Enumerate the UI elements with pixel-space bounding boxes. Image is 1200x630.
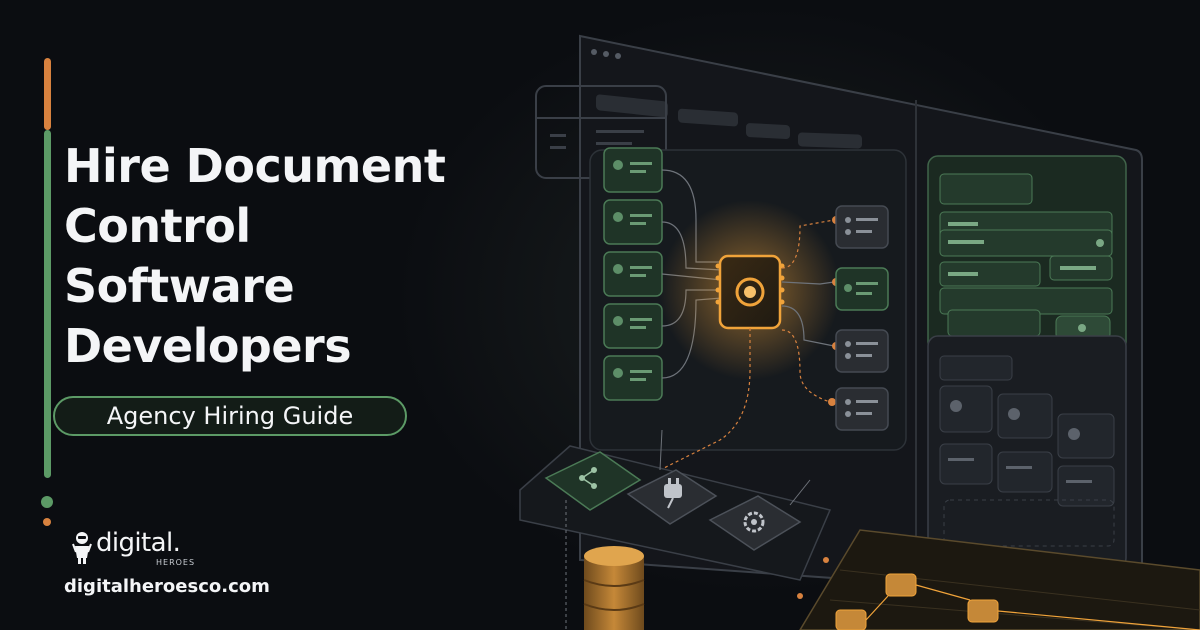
share-network-icon <box>544 451 642 511</box>
subtitle-badge: Agency Hiring Guide <box>53 396 407 436</box>
brand-logo[interactable]: digital. HEROES <box>70 528 270 572</box>
plug-icon <box>626 469 718 525</box>
decor-dot-orange <box>43 518 51 526</box>
output-nodes <box>835 205 889 431</box>
database-icon <box>583 546 645 630</box>
gear-icon <box>708 495 802 551</box>
tool-tray <box>519 429 832 630</box>
accent-bar-orange <box>44 58 51 130</box>
decor-dot-green <box>41 496 53 508</box>
workflow-grid <box>797 529 1200 630</box>
output-connectors <box>659 219 835 471</box>
headline-line-2: Control <box>64 199 251 253</box>
hero-mascot-icon <box>72 532 92 564</box>
website-url[interactable]: digitalheroesco.com <box>64 576 270 597</box>
headline-line-1: Hire Document <box>64 139 446 193</box>
file-grid-panel <box>927 335 1127 569</box>
input-nodes <box>603 147 663 401</box>
software-illustration <box>519 34 1200 630</box>
settings-form-panel <box>927 155 1127 353</box>
output-connectors-solid <box>781 281 835 347</box>
logo-subtext: HEROES <box>156 558 196 567</box>
accent-bar-green <box>44 130 51 478</box>
headline-line-4: Developers <box>64 319 352 373</box>
headline: Hire Document Control Software Developer… <box>64 136 484 376</box>
central-chip-icon <box>660 200 840 380</box>
logo-wordmark: digital. <box>96 528 181 558</box>
headline-line-3: Software <box>64 259 295 313</box>
